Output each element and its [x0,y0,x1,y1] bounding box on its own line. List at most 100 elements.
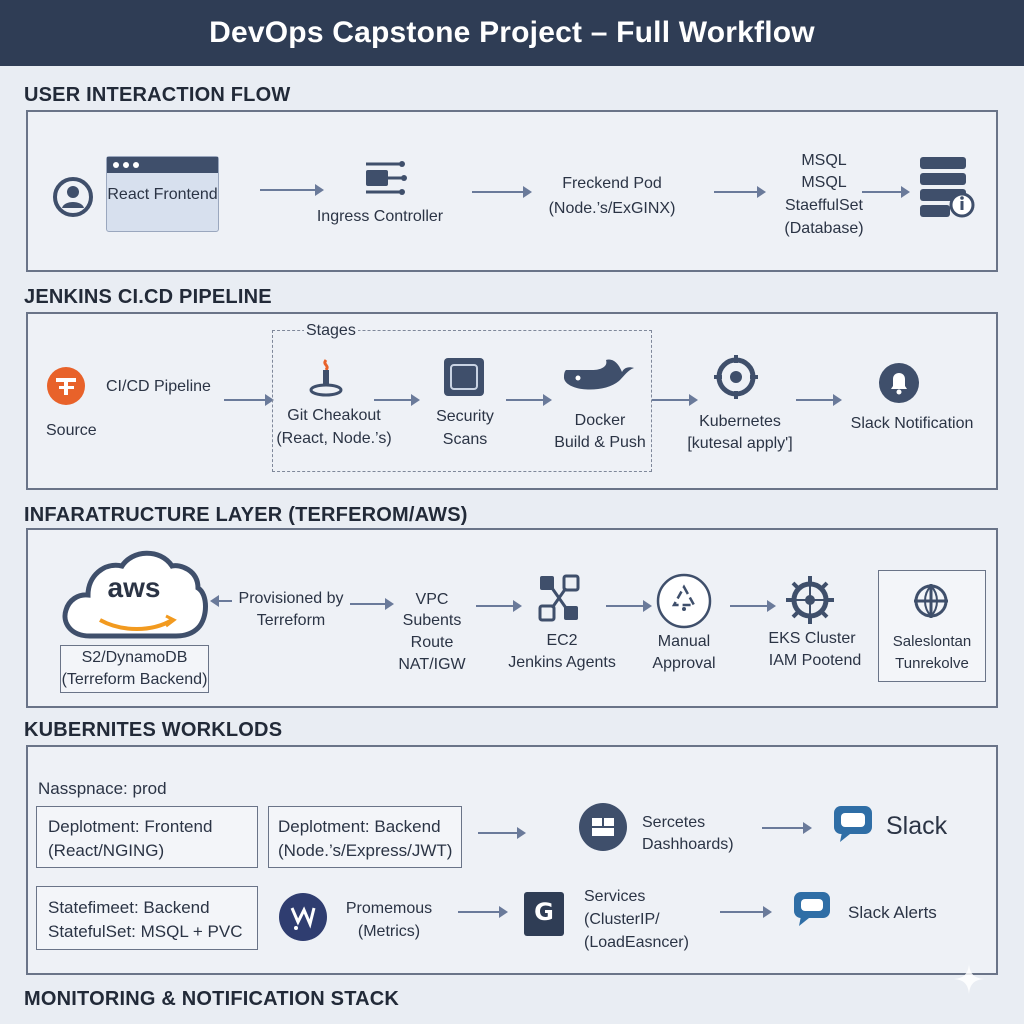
kubernetes-target-icon [714,355,758,399]
aws-cloud-icon [60,544,208,644]
deploy-frontend-box [36,806,258,868]
eks-label: EKS Cluster [768,630,856,647]
flow-arrow [606,600,652,612]
vpc-subnets-label: Subents [402,612,462,629]
ec2-sublabel: Jenkins Agents [508,654,616,671]
flow-arrow [458,906,508,918]
vpc-nat-label: NAT/IGW [398,656,466,673]
stages-container [272,330,652,472]
secrets-sublabel: Dashhoards) [642,836,734,853]
eks-helm-icon [784,574,836,626]
db-label-4: (Database) [784,220,864,237]
flow-arrow [720,906,772,918]
namespace-label: Nasspnace: prod [38,779,167,798]
prometheus-sublabel: (Metrics) [357,923,421,940]
flow-arrow [730,600,776,612]
section-title-monitoring: MONITORING & NOTIFICATION STACK [24,988,400,1010]
sales-sublabel: Tunrekolve [895,655,969,672]
vpc-route-label: Route [410,634,454,651]
bell-icon [878,362,920,404]
section-title-user-flow: USER INTERACTION FLOW [24,84,291,106]
frontend-label: React Frontend [107,186,218,203]
approval-sublabel: Approval [652,655,716,672]
browser-window-icon [106,156,219,232]
git-icon [308,358,344,398]
docker-label: Docker [574,412,626,429]
ingress-label: Ingress Controller [316,208,444,225]
slack-logo-label: Slack [886,812,948,840]
ec2-label: EC2 [546,632,578,649]
statefulset-label: Statefimeet: Backend [48,898,210,917]
provisioned-label: Provisioned by [238,590,344,607]
source-icon [46,366,86,406]
backend-pod-sublabel: (Node.’s/ExGINX) [548,200,676,217]
services-sublabel-2: (LoadEasncer) [584,934,689,951]
slack-alerts-label: Slack Alerts [848,903,937,922]
flow-arrow [796,394,842,406]
backend-pod-label: Freckend Pod [562,175,662,192]
docker-whale-icon [562,356,636,396]
section-title-k8s: KUBERNITES WORKLODS [24,719,283,741]
s3-backend-box [60,645,209,693]
ingress-icon [362,160,408,196]
deploy-backend-box [268,806,462,868]
db-label-2: MSQL [801,174,847,191]
approval-recycle-icon [656,573,712,629]
kubernetes-sublabel: [kutesal apply'] [687,435,793,452]
deploy-backend-label: Deplotment: Backend [278,817,441,836]
statefulset-sublabel: StatefulSet: MSQL + PVC [48,922,243,941]
security-scan-icon [444,358,484,396]
provisioned-sublabel: Terreform [256,612,326,629]
s3-label: S2/DynamoDB [81,649,188,666]
security-sublabel: Scans [442,431,488,448]
flow-arrow [260,184,324,196]
sales-label: Saleslontan [892,633,972,650]
flow-arrow [374,394,420,406]
db-label-1: MSQL [801,152,847,169]
page-title: DevOps Capstone Project – Full Workflow [0,0,1024,66]
services-label: Services [584,888,646,905]
docker-sublabel: Build & Push [554,434,646,451]
secrets-icon [578,802,628,852]
slack-chat-icon [832,804,874,844]
deploy-frontend-sublabel: (React/NGING) [48,841,165,860]
db-label-3: StaeffulSet [785,197,863,214]
services-sublabel-1: (ClusterIP/ [584,911,660,928]
source-label: Source [46,422,97,439]
kubernetes-label: Kubernetes [699,413,781,430]
flow-arrow [478,827,526,839]
deploy-backend-sublabel: (Node.’s/Express/JWT) [278,841,453,860]
slack-alert-icon [792,890,832,928]
flow-arrow [506,394,552,406]
flow-arrow-left [210,595,232,607]
security-label: Security [436,408,494,425]
secrets-label: Sercetes [642,814,706,831]
pipeline-label: CI/CD Pipeline [106,378,211,395]
globe-icon [912,582,950,620]
flow-arrow [350,598,394,610]
flow-arrow [714,186,766,198]
git-checkout-label: Git Cheakout [287,407,381,424]
slack-notification-label: Slack Notification [850,415,974,432]
services-icon: G [524,892,564,936]
approval-label: Manual [657,633,711,650]
aws-logo-text: aws [107,572,161,603]
database-server-icon [918,155,976,219]
section-title-pipeline: JENKINS CI.CD PIPELINE [24,286,272,308]
flow-arrow [224,394,274,406]
prometheus-label: Promemous [345,900,433,917]
vpc-label: VPC [415,591,449,608]
sparkle-icon [954,964,984,994]
eks-sublabel: IAM Pootend [768,652,862,669]
ec2-network-icon [538,574,582,622]
flow-arrow [472,186,532,198]
user-icon [52,176,94,218]
stages-label: Stages [304,320,358,342]
flow-arrow [762,822,812,834]
s3-sublabel: (Terreform Backend) [61,671,208,688]
flow-arrow [862,186,910,198]
flow-arrow [476,600,522,612]
git-checkout-sublabel: (React, Node.’s) [276,430,392,447]
flow-arrow [652,394,698,406]
prometheus-icon [278,892,328,942]
